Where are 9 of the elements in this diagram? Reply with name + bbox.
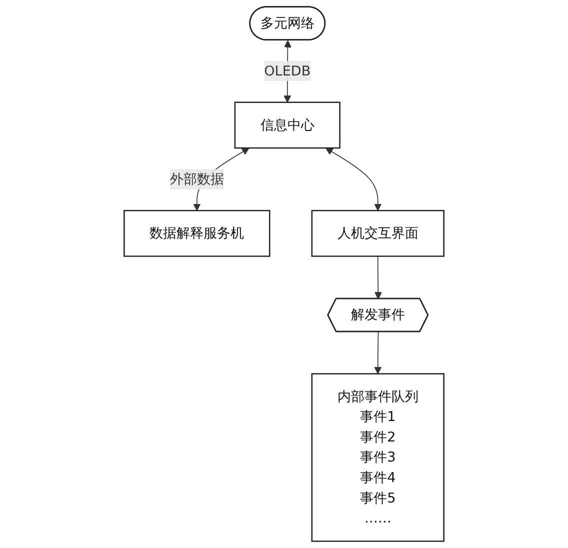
edge-label: 外部数据 <box>170 170 224 187</box>
node-box: 数据解释服务机 <box>124 210 270 257</box>
node-box: 内部事件队列 事件1 事件2 事件3 事件4 事件5 …… <box>311 373 444 542</box>
arrow <box>326 148 382 211</box>
arrow <box>374 256 382 300</box>
edge-label: OLEDB <box>264 62 311 79</box>
node-box: 人机交互界面 <box>311 210 444 257</box>
arrow <box>374 332 382 374</box>
node-box: 信息中心 <box>234 102 340 149</box>
